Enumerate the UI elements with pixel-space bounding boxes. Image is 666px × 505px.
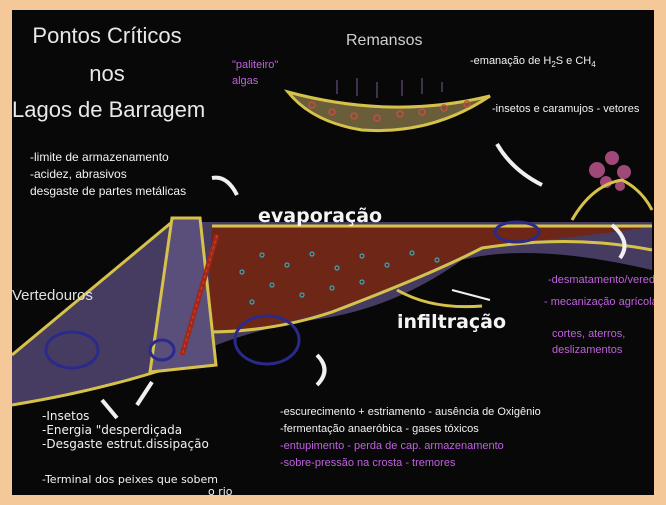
infiltration-branch <box>397 290 482 307</box>
title-line-3: Lagos de Barragem <box>12 98 202 122</box>
fish-note-1: -Terminal dos peixes que sobem <box>42 474 218 486</box>
title-line-2: nos <box>12 62 202 86</box>
title-line-1: Pontos Críticos <box>12 24 202 48</box>
paliteiro-sticks <box>337 78 442 98</box>
algas-label: algas <box>232 75 258 87</box>
bottom-note-4: -sobre-pressão na crosta - tremores <box>280 457 455 469</box>
vectors-note: -insetos e caramujos - vetores <box>492 103 639 115</box>
dam-note-3: desgaste de partes metálicas <box>30 185 186 198</box>
right-note-3: cortes, aterros, <box>552 328 625 340</box>
dam-note-2: -acidez, abrasivos <box>30 168 127 181</box>
bottom-note-3: -entupimento - perda de cap. armazenamen… <box>280 440 504 452</box>
bottom-note-2: -fermentação anaeróbica - gases tóxicos <box>280 423 479 435</box>
remanso-basin <box>288 92 490 131</box>
infiltration-label: infiltração <box>397 312 506 333</box>
dam-note-1: -limite de armazenamento <box>30 151 169 164</box>
rock-icon <box>589 151 631 191</box>
fish-note-2: o rio <box>208 486 233 495</box>
remansos-label: Remansos <box>346 32 422 50</box>
emanation-note: -emanação de H2S e CH4 <box>470 55 596 70</box>
double-arrow-icon <box>452 290 490 300</box>
right-note-1: -desmatamento/veredas <box>548 274 654 286</box>
right-note-4: deslizamentos <box>552 344 622 356</box>
spillways-label: Vertedouros <box>12 288 93 305</box>
erosion-slope <box>572 180 652 220</box>
diagram-canvas: Pontos Críticos nos Lagos de Barragem Re… <box>12 10 654 495</box>
spillway-note-2: -Energia "desperdiçada <box>42 424 182 437</box>
spillway-note-3: -Desgaste estrut.dissipação <box>42 438 209 451</box>
bottom-note-1: -escurecimento + estriamento - ausência … <box>280 406 541 418</box>
evaporation-label: evaporação <box>258 206 382 227</box>
spillway-note-1: -Insetos <box>42 410 89 423</box>
paliteiro-label: "paliteiro" <box>232 59 278 71</box>
right-note-2: - mecanização agrícola <box>544 296 654 308</box>
